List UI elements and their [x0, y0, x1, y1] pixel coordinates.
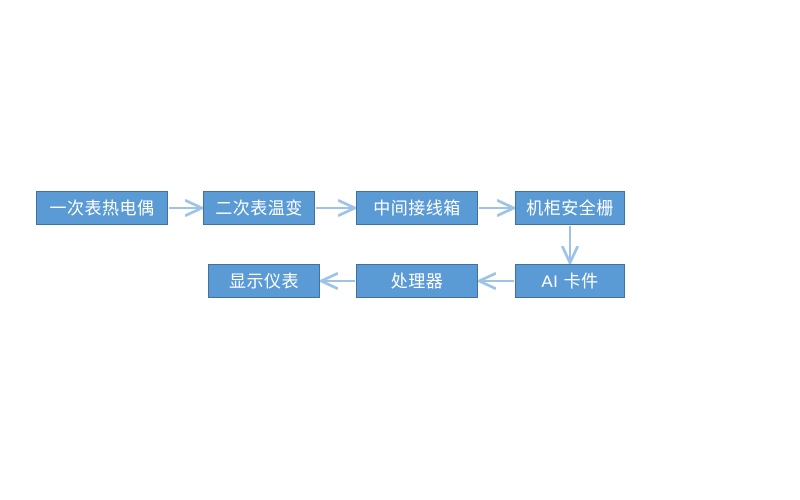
node-label: 机柜安全栅	[526, 198, 614, 218]
node-ai-card[interactable]: AI 卡件	[515, 264, 625, 298]
node-label: AI 卡件	[541, 271, 599, 291]
node-junction-box[interactable]: 中间接线箱	[356, 191, 478, 225]
node-display-instrument[interactable]: 显示仪表	[208, 264, 320, 298]
node-label: 中间接线箱	[373, 198, 461, 218]
node-secondary-transmitter[interactable]: 二次表温变	[203, 191, 315, 225]
node-label: 一次表热电偶	[49, 198, 155, 218]
node-label: 二次表温变	[215, 198, 303, 218]
node-label: 显示仪表	[229, 271, 299, 291]
node-cabinet-safety-barrier[interactable]: 机柜安全栅	[515, 191, 625, 225]
node-primary-thermocouple[interactable]: 一次表热电偶	[36, 191, 168, 225]
node-processor[interactable]: 处理器	[356, 264, 478, 298]
node-label: 处理器	[390, 271, 444, 291]
